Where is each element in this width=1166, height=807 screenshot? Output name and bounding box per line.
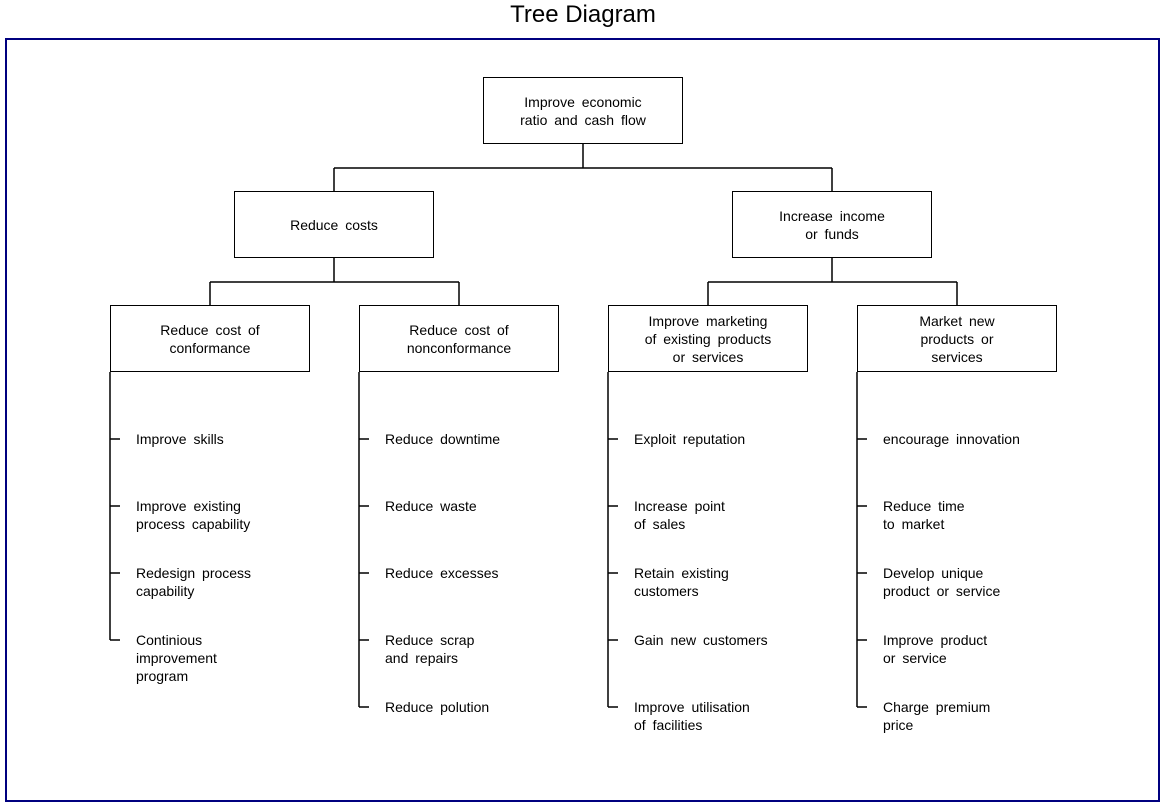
sub-node-label: Reduce cost of conformance [160, 321, 260, 356]
leaf-item: Improve utilisation of facilities [634, 699, 750, 733]
sub-node-improve-marketing: Improve marketing of existing products o… [608, 305, 808, 372]
diagram-frame [5, 38, 1160, 802]
leaf-item: Reduce downtime [385, 431, 501, 447]
sub-node-cost-of-conformance: Reduce cost of conformance [110, 305, 310, 372]
leaf-item: Exploit reputation [634, 431, 746, 447]
root-node-label: Improve economic ratio and cash flow [520, 93, 646, 128]
leaf-item: Continious improvement program [136, 632, 217, 684]
sub-node-cost-of-nonconformance: Reduce cost of nonconformance [359, 305, 559, 372]
leaf-item: Improve product or service [883, 632, 988, 666]
leaf-item: Gain new customers [634, 632, 768, 648]
branch-node-increase-income: Increase income or funds [732, 191, 932, 258]
leaf-item: Retain existing customers [634, 565, 729, 599]
leaf-item: Charge premium price [883, 699, 991, 733]
leaf-item: Redesign process capability [136, 565, 252, 599]
sub-node-label: Market new products or services [919, 312, 995, 365]
leaf-item: Reduce scrap and repairs [385, 632, 475, 666]
branch-node-label: Increase income or funds [779, 207, 885, 242]
diagram-title: Tree Diagram [510, 1, 656, 28]
leaf-item: Reduce polution [385, 699, 490, 715]
root-node: Improve economic ratio and cash flow [483, 77, 683, 144]
leaf-item: Reduce excesses [385, 565, 499, 581]
leaf-item: Reduce waste [385, 498, 477, 514]
leaf-item: Reduce time to market [883, 498, 965, 532]
leaf-item: Improve existing process capability [136, 498, 251, 532]
branch-node-reduce-costs: Reduce costs [234, 191, 434, 258]
leaf-item: Develop unique product or service [883, 565, 1001, 599]
leaf-item: encourage innovation [883, 431, 1020, 447]
sub-node-label: Reduce cost of nonconformance [406, 321, 512, 356]
leaf-item: Improve skills [136, 431, 224, 447]
branch-node-label: Reduce costs [290, 216, 378, 233]
sub-node-label: Improve marketing of existing products o… [644, 312, 772, 365]
sub-node-market-new-products: Market new products or services [857, 305, 1057, 372]
leaf-item: Increase point of sales [634, 498, 725, 532]
